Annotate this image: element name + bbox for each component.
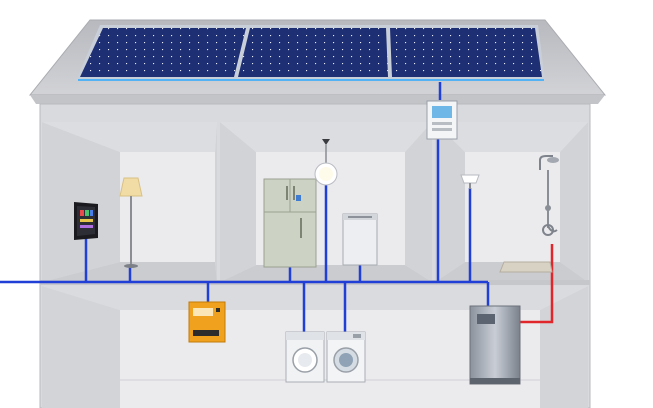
washing-machine bbox=[326, 331, 366, 383]
ceiling-light bbox=[314, 139, 338, 186]
dishwasher bbox=[342, 213, 378, 266]
shower-icon bbox=[539, 155, 559, 236]
tv-monitor bbox=[74, 202, 98, 240]
shower bbox=[499, 155, 559, 273]
charge-controller bbox=[426, 100, 458, 140]
refrigerator bbox=[263, 178, 317, 268]
inverter bbox=[188, 301, 226, 343]
tv-icon bbox=[74, 202, 98, 240]
controller-box-icon bbox=[426, 100, 458, 140]
washer-icon bbox=[326, 331, 366, 383]
water-heater-icon bbox=[469, 305, 521, 385]
room-bathroom bbox=[435, 122, 588, 282]
water-heater bbox=[469, 305, 521, 385]
wall-lamp bbox=[460, 174, 480, 189]
blue-wiring bbox=[0, 82, 490, 332]
solar-panel-array bbox=[76, 25, 545, 81]
bath-tray bbox=[499, 261, 553, 273]
dryer-icon bbox=[285, 331, 325, 383]
room-living bbox=[42, 122, 217, 282]
floor-lamp bbox=[119, 177, 143, 268]
solar-panel-icon bbox=[80, 28, 542, 77]
inverter-icon bbox=[188, 301, 226, 343]
lamp-icon bbox=[119, 177, 143, 268]
dishwasher-icon bbox=[342, 213, 378, 266]
lamp-icon bbox=[460, 174, 480, 189]
dryer bbox=[285, 331, 325, 383]
bulb-icon bbox=[314, 139, 338, 186]
fridge-icon bbox=[263, 178, 317, 268]
